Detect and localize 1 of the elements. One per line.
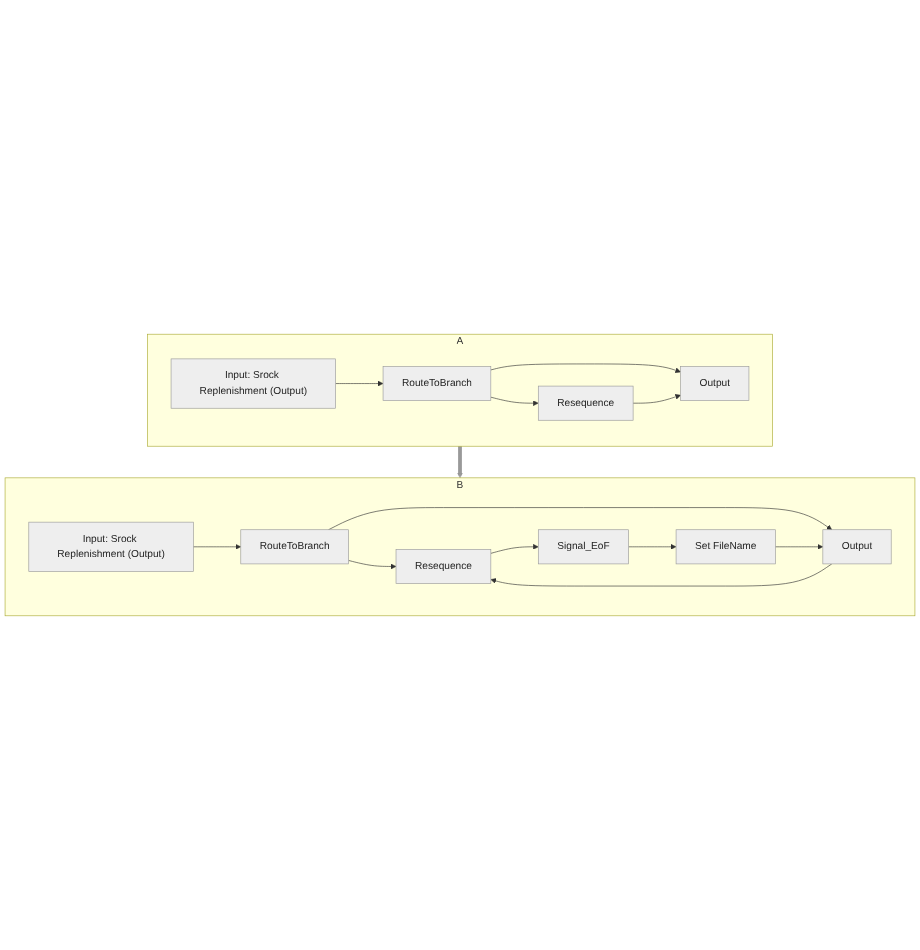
arrow — [457, 446, 463, 479]
